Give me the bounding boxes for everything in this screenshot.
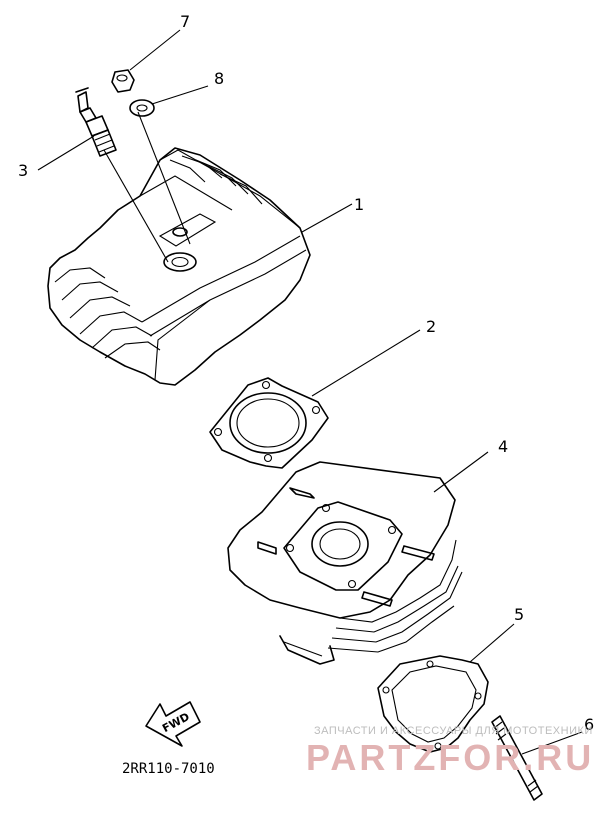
watermark: ЗАПЧАСТИ И АКСЕССУАРЫ ДЛЯ МОТОТЕХНИКИ PA… [306, 725, 594, 778]
cylinder-head-part [47, 147, 311, 386]
diagram-code: 2RR110-7010 [122, 761, 215, 777]
part-number-5: 5 [514, 605, 524, 624]
nut-part [111, 69, 135, 93]
part-number-2: 2 [426, 317, 436, 336]
part-number-8: 8 [214, 69, 224, 88]
part-number-4: 4 [498, 437, 508, 456]
part-number-1: 1 [354, 195, 364, 214]
part-number-labels: 7 8 3 1 2 4 5 6 [18, 12, 594, 734]
cylinder-base-gasket-part [377, 655, 489, 753]
cylinder-part [227, 461, 463, 665]
forward-direction-arrow: FWD [145, 701, 201, 747]
watermark-logo: PARTZFOR.RU [306, 737, 594, 778]
cylinder-head-gasket-part [209, 377, 329, 469]
leader-lines [37, 29, 583, 755]
part-number-7: 7 [180, 12, 190, 31]
part-number-3: 3 [18, 161, 28, 180]
spark-plug-part [75, 87, 117, 157]
washer-part [129, 99, 155, 117]
watermark-tagline: ЗАПЧАСТИ И АКСЕССУАРЫ ДЛЯ МОТОТЕХНИКИ [314, 725, 593, 737]
part-number-6: 6 [584, 715, 594, 734]
stud-bolt-part [491, 715, 543, 801]
